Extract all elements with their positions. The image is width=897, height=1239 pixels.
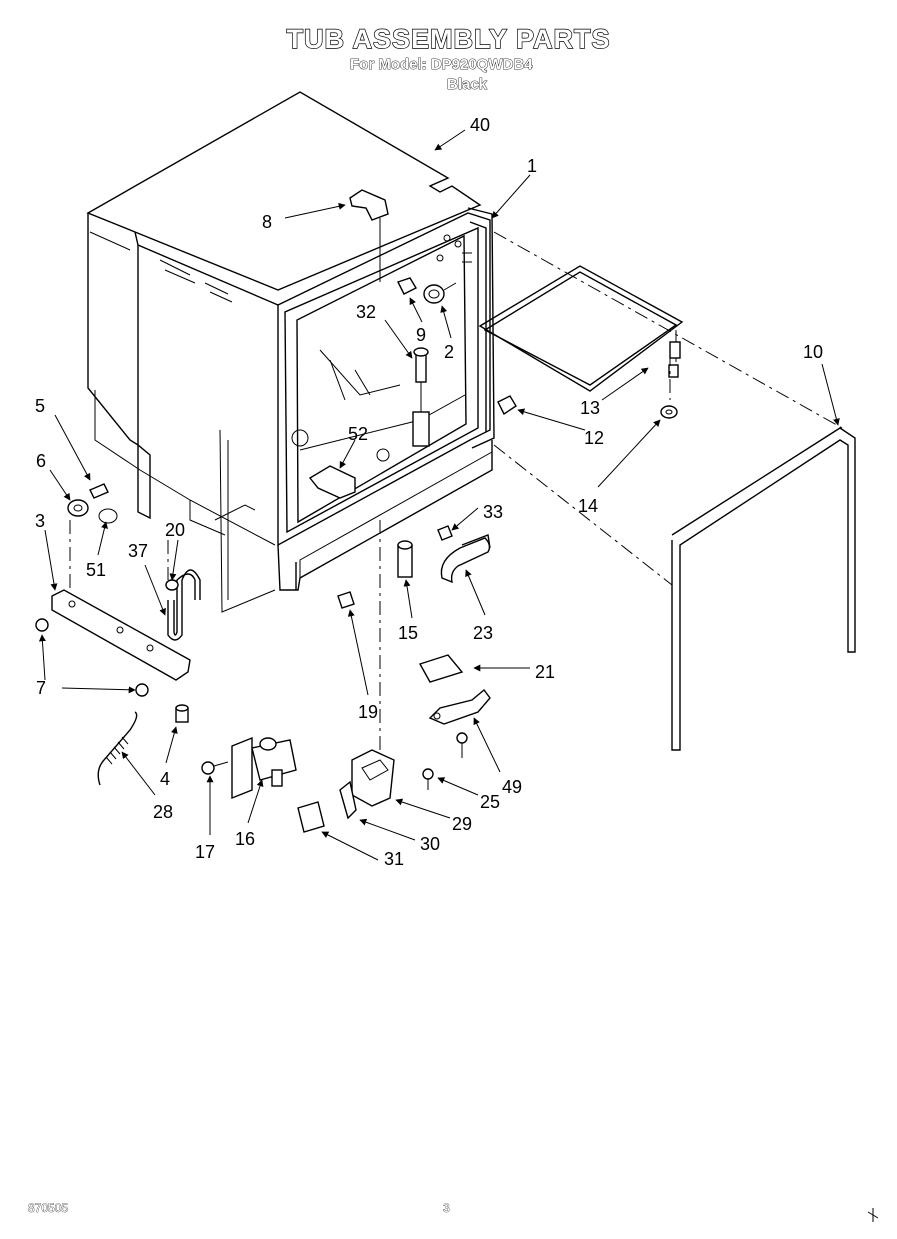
part-17-screw [201,761,229,775]
part-29-switch-bracket [351,749,395,807]
callout-23: 23 [473,623,493,643]
callout-52: 52 [348,424,368,444]
tub-assembly-drawing [86,91,493,613]
callout-6: 6 [36,451,46,471]
part-51-nut [98,508,118,524]
callout-5: 5 [35,396,45,416]
assembly-guide-lines [69,231,843,758]
callout-4: 4 [160,769,170,789]
callout-21: 21 [535,662,555,682]
callout-12: 12 [584,428,604,448]
part-8-bracket [349,189,389,282]
part-37-drain-hose [167,569,201,641]
callout-32: 32 [356,302,376,322]
page-number: 3 [443,1201,450,1216]
part-12-clip [497,395,517,416]
callout-9: 9 [416,325,426,345]
part-15-spacer [397,540,413,578]
document-number: 870505 [28,1201,69,1216]
part-14-washer [660,405,678,419]
part-3-base-rail [51,589,191,681]
part-30-actuator [339,780,357,820]
part-13-heating-element-top [478,265,684,392]
callout-16: 16 [235,829,255,849]
callout-25: 25 [480,792,500,812]
door-gasket [467,207,495,449]
part-49-lever [428,688,491,725]
callout-40: 40 [470,115,490,135]
callout-1: 1 [527,156,537,176]
page-title: TUB ASSEMBLY PARTS [286,23,611,54]
callout-31: 31 [384,849,404,869]
part-16-water-valve [231,736,297,800]
part-28-spring [97,711,138,786]
part-19-fastener [337,591,355,609]
part-23-clamp [440,534,491,584]
part-10-heating-element [671,427,856,751]
corner-mark [867,1208,879,1222]
model-number-line: For Model: DP920QWDB4 [350,56,533,74]
callout-19: 19 [358,702,378,722]
part-7-screw [35,618,149,697]
callout-8: 8 [262,212,272,232]
part-20-clamp [165,579,179,591]
part-31-cover [297,801,325,833]
callout-33: 33 [483,502,503,522]
part-9-screw [397,277,417,295]
color-label: Black [447,76,488,94]
callout-37: 37 [128,541,148,561]
part-52-clip [308,465,356,499]
part-33-nut [437,525,453,541]
part-21-pad [418,654,464,683]
callout-7: 7 [36,678,46,698]
part-25-screw [422,732,468,790]
callout-15: 15 [398,623,418,643]
callout-10: 10 [803,342,823,362]
part-4-leveling-leg [175,704,189,723]
part-32-float [412,347,430,447]
callout-13: 13 [580,398,600,418]
leader-arrows [38,129,840,861]
callout-49: 49 [502,777,522,797]
callout-3: 3 [35,511,45,531]
part-2-knob [423,282,457,304]
callout-20: 20 [165,520,185,540]
callout-28: 28 [153,802,173,822]
callout-29: 29 [452,814,472,834]
part-5-screw [89,483,109,499]
callout-14: 14 [578,496,598,516]
callout-labels: 40 1 8 9 2 32 10 13 12 14 52 5 6 51 3 20… [35,115,823,869]
part-6-grommet [67,499,89,517]
callout-17: 17 [195,842,215,862]
callout-51: 51 [86,560,106,580]
callout-2: 2 [444,342,454,362]
callout-30: 30 [420,834,440,854]
